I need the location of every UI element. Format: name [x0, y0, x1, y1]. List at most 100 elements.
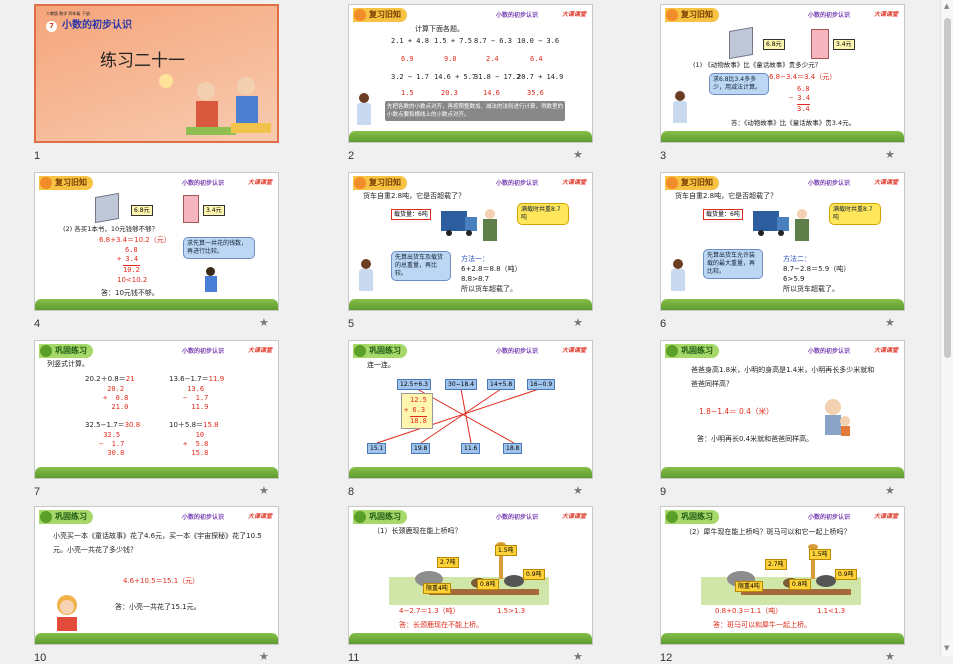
- method-label: 方法二：: [783, 255, 811, 263]
- header-icon: [40, 511, 52, 523]
- slide-number: 7: [34, 486, 41, 498]
- hint-bubble: 求6.8比3.4多多少，用减法计算。: [709, 73, 769, 95]
- slide-content[interactable]: 巩固练习 小数的初步认识 大课课堂 列竖式计算。 20.2＋0.8＝21 13.…: [34, 340, 279, 479]
- vertical-calc-line: + 3.4: [117, 255, 139, 263]
- star-icon[interactable]: ★: [573, 484, 583, 497]
- star-icon[interactable]: ★: [885, 148, 895, 161]
- instruction: 列竖式计算。: [47, 360, 89, 368]
- answer: 答：长颈鹿现在不能上桥。: [399, 621, 483, 629]
- section-header: 巩固练习: [353, 344, 407, 358]
- problem: 20.2＋0.8＝21: [85, 375, 135, 383]
- grass-footer: [661, 633, 904, 644]
- price-tag: 3.4元: [833, 39, 855, 50]
- slide-content[interactable]: 巩固练习 小数的初步认识 大课课堂 （2）犀牛现在能上桥吗？斑马可以和它一起上桥…: [660, 506, 905, 645]
- truck-illustration: [753, 211, 789, 236]
- star-icon[interactable]: ★: [573, 316, 583, 329]
- calc-line: 6>5.9: [783, 275, 805, 283]
- grass-footer: [349, 299, 592, 310]
- star-icon[interactable]: ★: [885, 484, 895, 497]
- book-icon: [811, 29, 829, 59]
- slide-number: 9: [660, 486, 667, 498]
- star-icon[interactable]: ★: [259, 484, 269, 497]
- slide-content[interactable]: 复习旧知 小数的初步认识 大课课堂 货车自重2.8吨，它是否超载了？ 载货量：6…: [660, 172, 905, 311]
- star-icon[interactable]: ★: [885, 650, 895, 663]
- calc-answer: 35.6: [527, 89, 544, 97]
- star-icon[interactable]: ★: [573, 148, 583, 161]
- expression-card[interactable]: 30−18.4: [445, 379, 478, 390]
- calc-answer: 20.3: [441, 89, 458, 97]
- weight-tag: 2.7吨: [437, 557, 459, 568]
- result-card[interactable]: 15.1: [367, 443, 387, 454]
- slide-content[interactable]: 复习旧知 小数的初步认识 大课课堂 6.8元 3.4元 (1) 《动物故事》比《…: [660, 4, 905, 143]
- slide-content[interactable]: 巩固练习 小数的初步认识 大课课堂 连一连。 12.5+6.3 30−18.4 …: [348, 340, 593, 479]
- calc-item: 1.5 + 7.5: [434, 37, 472, 45]
- calc-item: 20.7 + 14.9: [517, 73, 564, 81]
- hint-bubble: 先算出货车允许装载的最大重量，再比较。: [703, 249, 763, 279]
- result-card[interactable]: 19.8: [411, 443, 431, 454]
- section-header: 巩固练习: [665, 510, 719, 524]
- expression-card[interactable]: 14+5.8: [487, 379, 516, 390]
- book-icon: [183, 195, 199, 223]
- result-card[interactable]: 18.8: [503, 443, 523, 454]
- section-header: 复习旧知: [665, 8, 719, 22]
- slide-number: 6: [660, 318, 667, 330]
- logo: 大课课堂: [247, 179, 272, 186]
- vertical-calc-line: 6.8: [797, 85, 810, 93]
- star-icon[interactable]: ★: [573, 650, 583, 663]
- grass-footer: [349, 131, 592, 142]
- grass-footer: [661, 467, 904, 478]
- logo: 大课课堂: [873, 179, 898, 186]
- grass-footer: [349, 633, 592, 644]
- vertical-work: 10 + 5.8 15.8: [183, 431, 209, 457]
- truck-illustration: [441, 211, 477, 236]
- slide-content[interactable]: 复习旧知 小数的初步认识 大课课堂 货车自重2.8吨，它是否超载了？ 载货量：6…: [348, 172, 593, 311]
- grass-footer: [35, 467, 278, 478]
- scroll-down-arrow-icon[interactable]: ▼: [944, 644, 950, 652]
- student-figure: [205, 267, 217, 297]
- expression-card[interactable]: 16−0.9: [527, 379, 556, 390]
- slide-content[interactable]: 复习旧知 小数的初步认识 大课课堂 计算下面各题。 2.1 + 4.8 1.5 …: [348, 4, 593, 143]
- expression-card[interactable]: 12.5+6.3: [397, 379, 431, 390]
- teacher-figure: [359, 259, 373, 299]
- bridge-limit-sign: 限重4吨: [735, 581, 763, 592]
- vertical-scrollbar[interactable]: ▲ ▼: [940, 0, 953, 656]
- star-icon[interactable]: ★: [259, 650, 269, 663]
- brand-text: 小数的初步认识: [181, 180, 224, 187]
- star-icon[interactable]: ★: [259, 316, 269, 329]
- scrollbar-thumb[interactable]: [944, 18, 951, 358]
- section-header: 复习旧知: [353, 8, 407, 22]
- question: （1）长颈鹿现在能上桥吗？: [373, 527, 462, 535]
- lesson-number-badge: 7: [46, 21, 57, 32]
- calc-answer: 9.0: [444, 55, 457, 63]
- calc-item: 14.6 + 5.7: [434, 73, 477, 81]
- equation: 0.8+0.3＝1.1（吨）: [715, 607, 783, 615]
- bridge-limit-sign: 限重4吨: [423, 583, 451, 594]
- slide-content[interactable]: 巩固练习 小数的初步认识 大课课堂 小亮买一本《童话故事》花了4.6元，买一本《…: [34, 506, 279, 645]
- brand-text: 小数的初步认识: [807, 12, 850, 19]
- scroll-up-arrow-icon[interactable]: ▲: [944, 2, 950, 10]
- limit-bubble: 满载时共重8.7吨: [517, 203, 569, 225]
- brand-text: 小数的初步认识: [495, 348, 538, 355]
- calc-item: 3.2 − 1.7: [391, 73, 429, 81]
- slide-number: 12: [660, 652, 673, 664]
- slide-content[interactable]: 复习旧知 小数的初步认识 大课课堂 6.8元 3.4元 (2) 各买1本书，10…: [34, 172, 279, 311]
- calc-item: 31.8 − 17.2: [474, 73, 521, 81]
- instruction: 连一连。: [367, 361, 395, 369]
- question: (1) 《动物故事》比《童话故事》贵多少元？: [693, 61, 822, 69]
- result-card[interactable]: 11.6: [461, 443, 481, 454]
- logo: 大课课堂: [561, 179, 586, 186]
- star-icon[interactable]: ★: [885, 316, 895, 329]
- calc-answer: 14.6: [483, 89, 500, 97]
- boy-illustration: [57, 595, 77, 631]
- slide-number: 5: [348, 318, 355, 330]
- header-icon: [666, 345, 678, 357]
- slide-content[interactable]: 巩固练习 小数的初步认识 大课课堂 爸爸身高1.8米，小明的身高是1.4米，小明…: [660, 340, 905, 479]
- slide-content[interactable]: 巩固练习 小数的初步认识 大课课堂 （1）长颈鹿现在能上桥吗？ 1.5吨 2.7…: [348, 506, 593, 645]
- title-slide[interactable]: 人教版 数学 四年级 下册 7 小数的初步认识 练习二十一: [34, 4, 279, 143]
- header-icon: [354, 177, 366, 189]
- conclusion: 所以货车超载了。: [461, 285, 517, 293]
- book-icon: [95, 192, 119, 224]
- slide-number: 10: [34, 652, 47, 664]
- calc-item: 2.1 + 4.8: [391, 37, 429, 45]
- calc-answer: 6.4: [530, 55, 543, 63]
